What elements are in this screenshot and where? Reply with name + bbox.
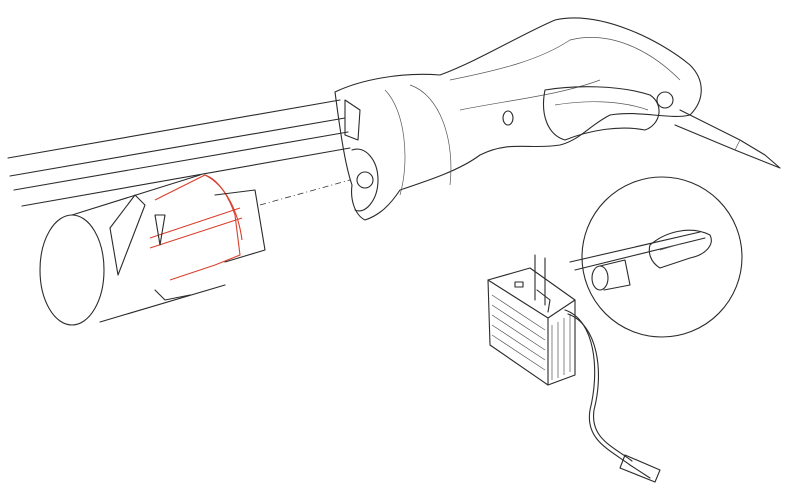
alignment-line: [259, 179, 351, 206]
button-icon: [356, 171, 374, 189]
connector-plug: [619, 454, 661, 483]
handle-body: [334, 17, 781, 221]
inset-detail: [569, 176, 743, 338]
battery-pack: [39, 174, 266, 326]
shaft: [7, 99, 351, 207]
cable: [564, 309, 651, 479]
power-unit: [487, 254, 576, 386]
